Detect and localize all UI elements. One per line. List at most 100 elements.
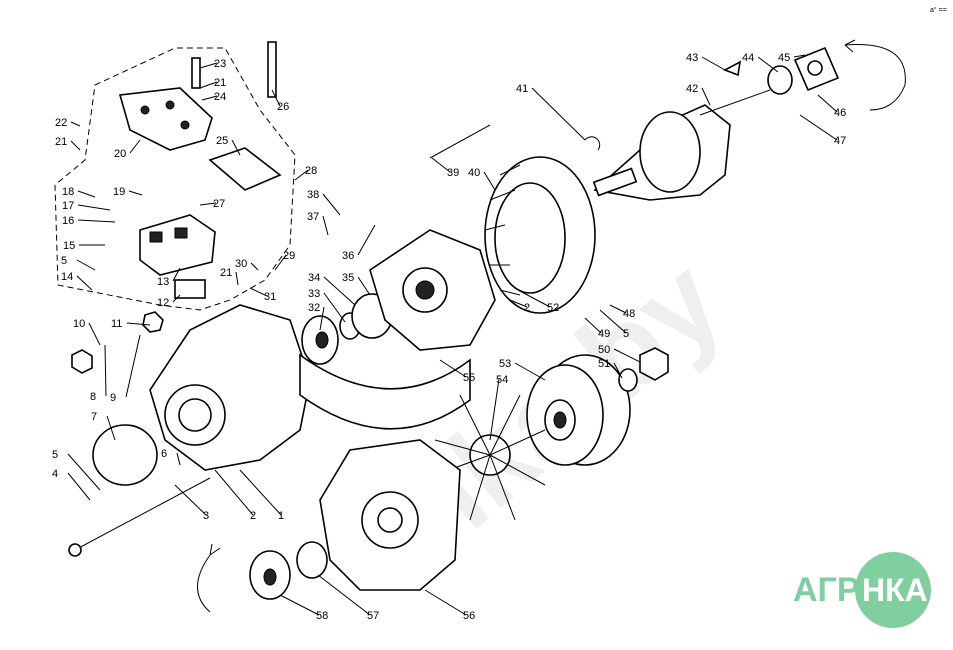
bolt-39 bbox=[429, 124, 491, 159]
part-number-label: 17 bbox=[62, 200, 74, 212]
leader-line bbox=[531, 87, 586, 141]
leader-line bbox=[176, 452, 181, 466]
part-number-label: 50 bbox=[598, 344, 610, 356]
part-number-label: 9 bbox=[110, 392, 116, 404]
plate-25 bbox=[208, 147, 282, 191]
leader-line bbox=[199, 202, 217, 206]
leader-line bbox=[793, 54, 806, 58]
part-number-label: 2 bbox=[524, 302, 530, 314]
leader-line bbox=[319, 306, 325, 331]
part-number-label: 28 bbox=[305, 165, 317, 177]
leader-line bbox=[201, 95, 218, 101]
part-number-label: 3 bbox=[203, 510, 209, 522]
stator bbox=[484, 156, 596, 314]
leader-line bbox=[817, 94, 838, 113]
screw-23 bbox=[191, 57, 201, 89]
leader-line bbox=[279, 594, 320, 616]
leader-line bbox=[483, 171, 496, 191]
leader-line bbox=[67, 472, 91, 501]
leader-line bbox=[517, 289, 551, 308]
leader-line bbox=[701, 87, 711, 106]
part-number-label: 5 bbox=[61, 255, 67, 267]
leader-line bbox=[235, 271, 239, 286]
part-number-label: 7 bbox=[91, 411, 97, 423]
part-number-label: 37 bbox=[307, 211, 319, 223]
leader-line bbox=[77, 219, 116, 223]
brush-holder bbox=[139, 214, 216, 276]
part-number-label: 1 bbox=[278, 510, 284, 522]
leader-line bbox=[294, 169, 309, 181]
part-number-label: 14 bbox=[61, 271, 73, 283]
leader-line bbox=[317, 574, 371, 616]
leader-line bbox=[67, 453, 101, 491]
corner-mark: a° == bbox=[930, 6, 947, 14]
nut-8 bbox=[71, 349, 93, 374]
part-number-label: 15 bbox=[63, 240, 75, 252]
part-number-label: 20 bbox=[114, 148, 126, 160]
part-number-label: 42 bbox=[686, 83, 698, 95]
part-number-label: 34 bbox=[308, 272, 320, 284]
drive-end-housing bbox=[149, 304, 311, 471]
leader-line bbox=[199, 62, 218, 69]
part-number-label: 33 bbox=[308, 288, 320, 300]
part-number-label: 40 bbox=[468, 167, 480, 179]
stator-insulator bbox=[299, 353, 471, 430]
arrow-bottom bbox=[197, 554, 211, 613]
leader-line bbox=[70, 140, 81, 151]
leader-line bbox=[88, 322, 101, 346]
leader-line bbox=[799, 114, 838, 141]
leader-line bbox=[757, 56, 779, 73]
nut-50 bbox=[639, 347, 669, 381]
leader-line bbox=[70, 121, 81, 127]
part-number-label: 16 bbox=[62, 215, 74, 227]
bearing-57 bbox=[296, 541, 328, 579]
agronka-logo: АГРО НКА bbox=[793, 552, 931, 628]
key-43 bbox=[723, 60, 742, 77]
part-number-label: 39 bbox=[447, 167, 459, 179]
part-number-label: 52 bbox=[547, 302, 559, 314]
leader-line bbox=[104, 344, 107, 397]
part-number-label: 25 bbox=[216, 135, 228, 147]
leader-line bbox=[431, 157, 451, 173]
leader-line bbox=[271, 89, 281, 107]
part-number-label: 5 bbox=[52, 449, 58, 461]
part-number-label: 27 bbox=[213, 198, 225, 210]
brush-assembly-outline bbox=[54, 47, 296, 311]
leader-line bbox=[584, 317, 602, 334]
part-number-label: 58 bbox=[316, 610, 328, 622]
brush-12 bbox=[174, 279, 206, 299]
logo-circle-text: НКА bbox=[862, 572, 928, 608]
part-number-label: 29 bbox=[283, 250, 295, 262]
through-bolt bbox=[74, 477, 211, 551]
leader-line bbox=[323, 292, 346, 323]
leader-line bbox=[239, 469, 282, 516]
screw-26 bbox=[267, 41, 277, 98]
leader-line bbox=[126, 322, 151, 326]
part-number-label: 43 bbox=[686, 52, 698, 64]
leader-line bbox=[322, 215, 329, 236]
part-number-label: 6 bbox=[161, 448, 167, 460]
rectifier-bridge bbox=[369, 229, 496, 351]
leader-line bbox=[129, 139, 141, 154]
leader-line bbox=[613, 348, 641, 363]
part-number-label: 48 bbox=[623, 308, 635, 320]
part-number-label: 11 bbox=[111, 318, 122, 330]
leader-line bbox=[489, 378, 500, 441]
part-number-label: 31 bbox=[264, 291, 276, 303]
part-number-label: 22 bbox=[55, 117, 67, 129]
part-number-label: 44 bbox=[742, 52, 754, 64]
part-number-label: 35 bbox=[342, 272, 354, 284]
part-number-label: 10 bbox=[73, 318, 85, 330]
bearing-44 bbox=[767, 65, 793, 95]
fan bbox=[434, 394, 546, 521]
part-number-label: 4 bbox=[52, 468, 58, 480]
part-number-label: 5 bbox=[623, 328, 629, 340]
part-number-label: 12 bbox=[157, 297, 169, 309]
leader-line bbox=[613, 362, 623, 379]
leader-line bbox=[322, 193, 341, 216]
pulley bbox=[526, 354, 631, 466]
leader-line bbox=[172, 294, 181, 303]
leader-line bbox=[214, 469, 254, 516]
part-number-label: 21 bbox=[214, 77, 226, 89]
